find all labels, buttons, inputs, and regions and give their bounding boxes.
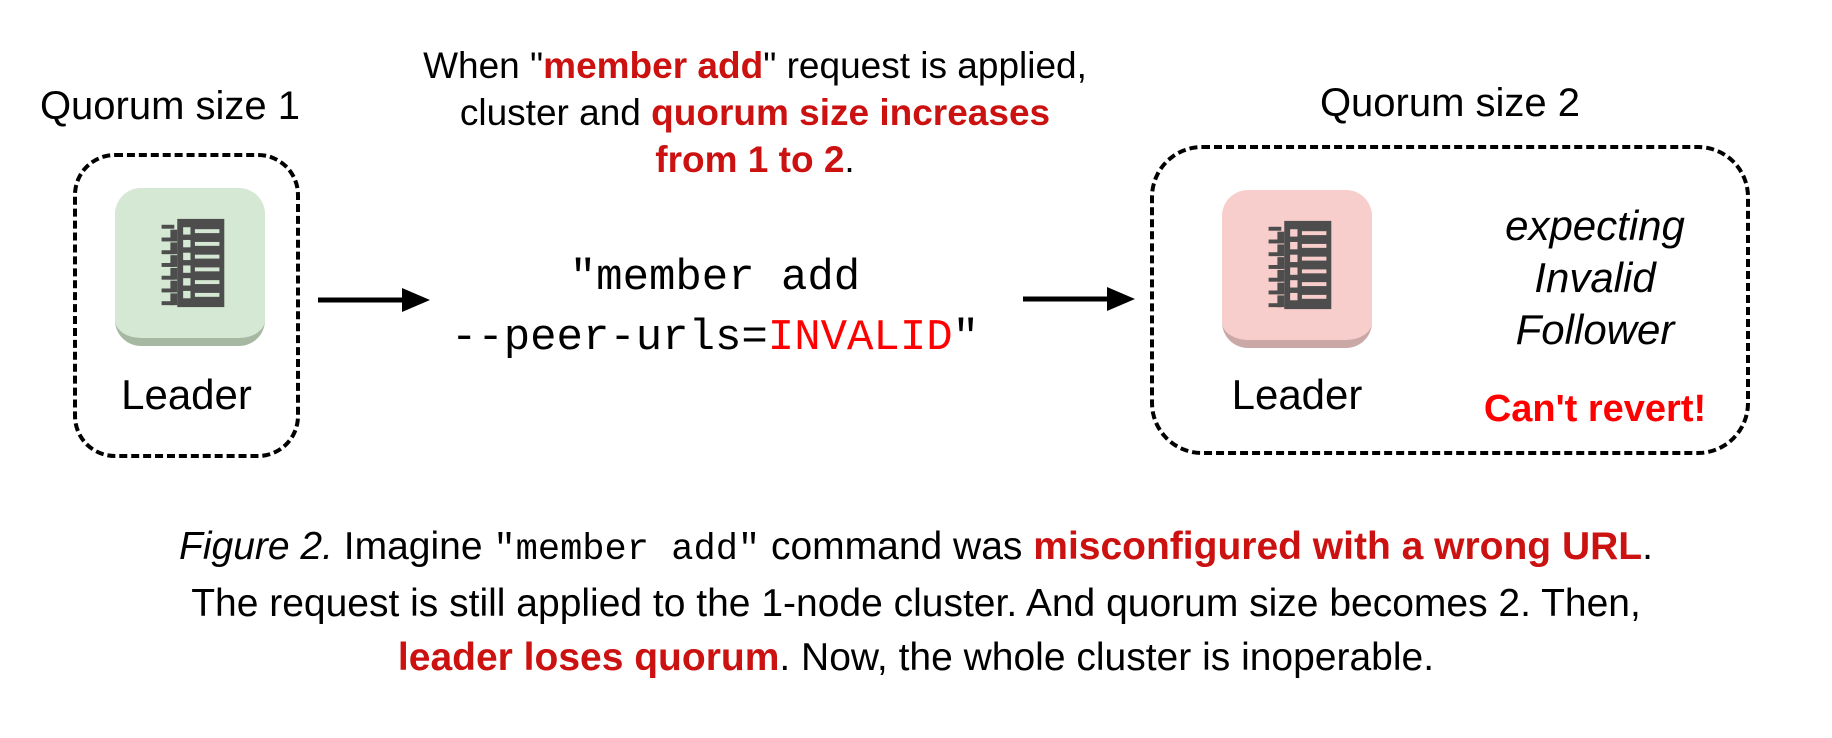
arrow-command-to-right-icon — [1023, 287, 1135, 311]
figure-caption: Figure 2. Imagine "member add" command w… — [8, 520, 1824, 685]
top-annotation-line1: When "member add" request is applied, — [423, 45, 1087, 86]
command-line2: --peer-urls=INVALID" — [450, 313, 980, 363]
caption-line2: The request is still applied to the 1-no… — [191, 582, 1641, 625]
right-cluster-box — [1150, 145, 1750, 455]
left-leader-label: Leader — [121, 371, 252, 418]
top-annotation-line3: from 1 to 2. — [655, 139, 855, 180]
left-cluster-box — [73, 153, 300, 458]
caption-line3: leader loses quorum. Now, the whole clus… — [397, 636, 1435, 679]
expectation-line1: expecting — [1505, 202, 1685, 249]
arrow-left-to-command-icon — [318, 288, 430, 312]
cant-revert-warning: Can't revert! — [1483, 388, 1707, 430]
server-log-icon — [161, 218, 225, 308]
server-log-icon — [1268, 220, 1332, 310]
command-text: "member add --peer-urls=INVALID" — [345, 248, 1085, 368]
top-annotation: When "member add" request is applied, cl… — [385, 42, 1125, 183]
expectation-line2: Invalid — [1534, 254, 1656, 301]
expectation-line3: Follower — [1515, 306, 1675, 353]
expectation-text: expecting Invalid Follower — [1430, 200, 1760, 356]
caption-line1: Figure 2. Imagine "member add" command w… — [179, 525, 1653, 571]
leader-node-icon-pink — [1222, 190, 1372, 348]
right-quorum-title: Quorum size 2 — [1319, 81, 1581, 125]
leader-node-icon-green — [115, 188, 265, 346]
command-line1: "member add — [569, 253, 861, 303]
top-annotation-line2: cluster and quorum size increases — [459, 92, 1051, 133]
left-quorum-title: Quorum size 1 — [39, 84, 301, 128]
right-leader-label: Leader — [1231, 371, 1363, 418]
